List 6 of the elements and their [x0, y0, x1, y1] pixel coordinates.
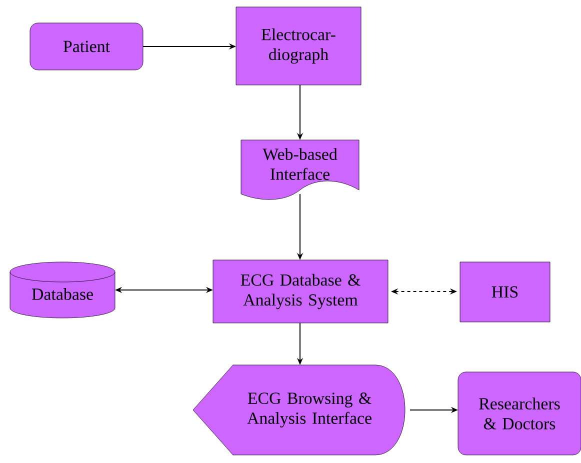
database-cylinder: Database — [10, 262, 116, 318]
rounded-box: Patient — [30, 22, 144, 70]
process-box: HIS — [460, 262, 550, 322]
rounded-box: Researchers & Doctors — [458, 372, 581, 456]
process-box: ECG Database & Analysis System — [212, 260, 388, 324]
process-box: Electrocar- diograph — [236, 6, 362, 86]
